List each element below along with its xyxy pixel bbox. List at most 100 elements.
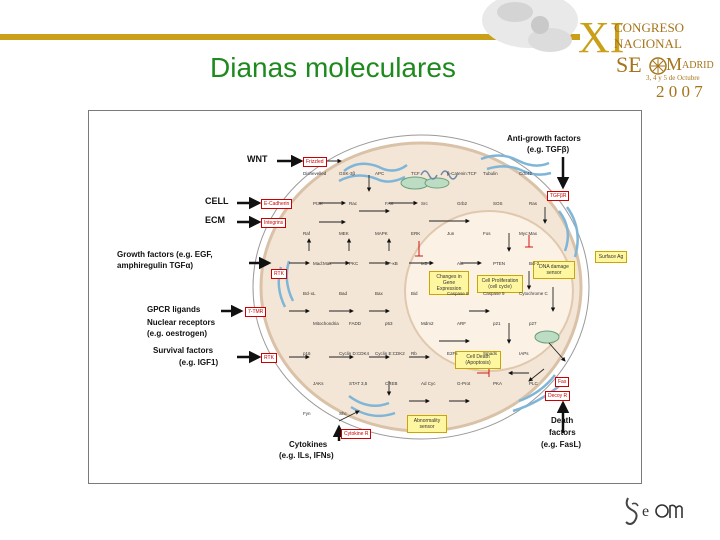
- cytokines-label-2: (e.g. ILs, IFNs): [279, 451, 334, 460]
- protein-label: E2Fs: [447, 351, 458, 356]
- signaling-pathway-figure: WNT CELL ECM Growth factors (e.g. EGF, a…: [88, 110, 642, 484]
- protein-label: FADD: [349, 321, 362, 326]
- banner-roman-numeral: XI: [578, 13, 625, 62]
- banner-dates: 3, 4 y 5 de Octubre: [646, 74, 700, 82]
- protein-label: TCF: [411, 171, 420, 176]
- protein-label: Fyn: [303, 411, 311, 416]
- protein-label: Caspase 9: [483, 291, 505, 296]
- protein-label: NF-κB: [385, 261, 398, 266]
- receptor-box: 7-TMR: [245, 307, 267, 317]
- protein-label: PKA: [493, 381, 503, 386]
- receptor-box: Integrins: [261, 218, 287, 228]
- protein-label: Jun: [447, 231, 455, 236]
- protein-label: β-Catenin:TCF: [447, 171, 477, 176]
- growth-factors-label-2: amphiregulin TGFα): [117, 261, 194, 270]
- protein-label: Bid: [411, 291, 418, 296]
- protein-label: Fos: [483, 231, 491, 236]
- congress-banner: XI CONGRESO NACIONAL SE M ADRID 3, 4 y 5…: [470, 0, 720, 110]
- protein-label: Dishevelled: [303, 171, 327, 176]
- receptor-box: E-Cadherin: [261, 199, 293, 209]
- surface-ag-box: Surface Ag: [595, 251, 627, 263]
- slide-title: Dianas moleculares: [210, 52, 456, 83]
- protein-label: Bcl-2: [529, 261, 540, 266]
- banner-congreso: CONGRESO: [614, 20, 685, 35]
- protein-label: Mdm2: [421, 321, 434, 326]
- protein-label: Caspase 8: [447, 291, 469, 296]
- receptor-box: Frizzled: [303, 157, 327, 167]
- protein-label: G-Prot: [457, 381, 471, 386]
- gene-expression-box: Changes in Gene Expression: [429, 271, 469, 295]
- anti-growth-factors-label-1: Anti-growth factors: [507, 134, 581, 143]
- receptor-box: RTK: [261, 353, 277, 363]
- gpcr-ligands-label: GPCR ligands: [147, 305, 201, 314]
- protein-label: MEK: [339, 231, 349, 236]
- seom-star-icon: [649, 57, 667, 75]
- protein-label: Akt: [457, 261, 464, 266]
- wnt-label: WNT: [247, 154, 268, 164]
- protein-label: FAK: [385, 201, 394, 206]
- abnormality-sensor-box: Abnormality sensor: [407, 415, 447, 433]
- protein-label: Myc:Max: [519, 231, 537, 236]
- protein-label: GSK-3β: [339, 171, 356, 176]
- protein-label: STAT 3,5: [349, 381, 368, 386]
- protein-label: ARF: [457, 321, 466, 326]
- protein-label: ERK: [411, 231, 421, 236]
- receptor-box: TGFβR: [547, 191, 570, 201]
- ecm-label: ECM: [205, 215, 225, 225]
- protein-label: PKC: [349, 261, 359, 266]
- protein-label: p53: [385, 321, 393, 326]
- survival-factors-label-2: (e.g. IGF1): [179, 358, 219, 367]
- protein-label: SOS: [493, 201, 503, 206]
- congress-emblem-icon: [482, 0, 578, 52]
- protein-label: Bad: [339, 291, 348, 296]
- protein-label: Shc: [339, 411, 347, 416]
- protein-label: Src: [421, 201, 428, 206]
- cell-proliferation-box: Cell Proliferation (cell cycle): [477, 275, 523, 293]
- cytokines-label-1: Cytokines: [289, 440, 328, 449]
- protein-label: Rac: [349, 201, 358, 206]
- protein-label: PLC: [529, 381, 538, 386]
- cell-death-box: Cell Death (Apoptosis): [455, 351, 501, 369]
- seom-logo-icon: e: [625, 497, 683, 525]
- svg-text:e: e: [642, 503, 649, 520]
- protein-label: IAPs: [519, 351, 529, 356]
- protein-label: Raf: [303, 231, 311, 236]
- protein-label: p16: [303, 351, 311, 356]
- protein-label: Cyclin E:CDK2: [375, 351, 405, 356]
- dna-damage-sensor-box: DNA damage sensor: [533, 261, 575, 279]
- protein-label: IκB: [421, 261, 428, 266]
- protein-label: Ad Cyc: [421, 381, 436, 386]
- protein-label: Rb: [411, 351, 417, 356]
- protein-label: MAPK: [375, 231, 388, 236]
- protein-label: p21: [493, 321, 501, 326]
- survival-factors-label-1: Survival factors: [153, 346, 214, 355]
- death-factors-label-2: factors: [549, 428, 576, 437]
- protein-label: Smads: [483, 351, 498, 356]
- growth-factors-label-1: Growth factors (e.g. EGF,: [117, 250, 213, 259]
- receptor-box: Cytokine R: [341, 429, 372, 439]
- banner-nacional: NACIONAL: [614, 36, 682, 51]
- protein-label: Grb2: [457, 201, 468, 206]
- death-factors-label-1: Death: [551, 416, 574, 425]
- receptor-box: Fas: [555, 377, 570, 387]
- protein-label: APC: [375, 171, 385, 176]
- nuclear-receptors-label-1: Nuclear receptors: [147, 318, 216, 327]
- protein-label: PI3K: [313, 201, 323, 206]
- cell-label: CELL: [205, 196, 229, 206]
- protein-label: Cytochrome C: [519, 291, 548, 296]
- death-factors-label-3: (e.g. FasL): [541, 440, 582, 449]
- protein-label: Bcl-xL: [303, 291, 316, 296]
- protein-label: Bax: [375, 291, 383, 296]
- protein-label: p27: [529, 321, 537, 326]
- nuclear-receptors-label-2: (e.g. oestrogen): [147, 329, 208, 338]
- anti-growth-factors-label-2: (e.g. TGFβ): [527, 145, 570, 154]
- accent-bar: [0, 34, 580, 40]
- receptor-box: Decoy R: [545, 391, 571, 401]
- protein-label: Cyclin D:CDK4: [339, 351, 370, 356]
- banner-year: 2 0 0 7: [656, 82, 703, 101]
- protein-label: Cdc42: [519, 171, 533, 176]
- protein-label: Mitochondria: [313, 321, 339, 326]
- protein-label: Ras: [529, 201, 538, 206]
- protein-label: CREB: [385, 381, 398, 386]
- receptor-box: RTK: [271, 269, 287, 279]
